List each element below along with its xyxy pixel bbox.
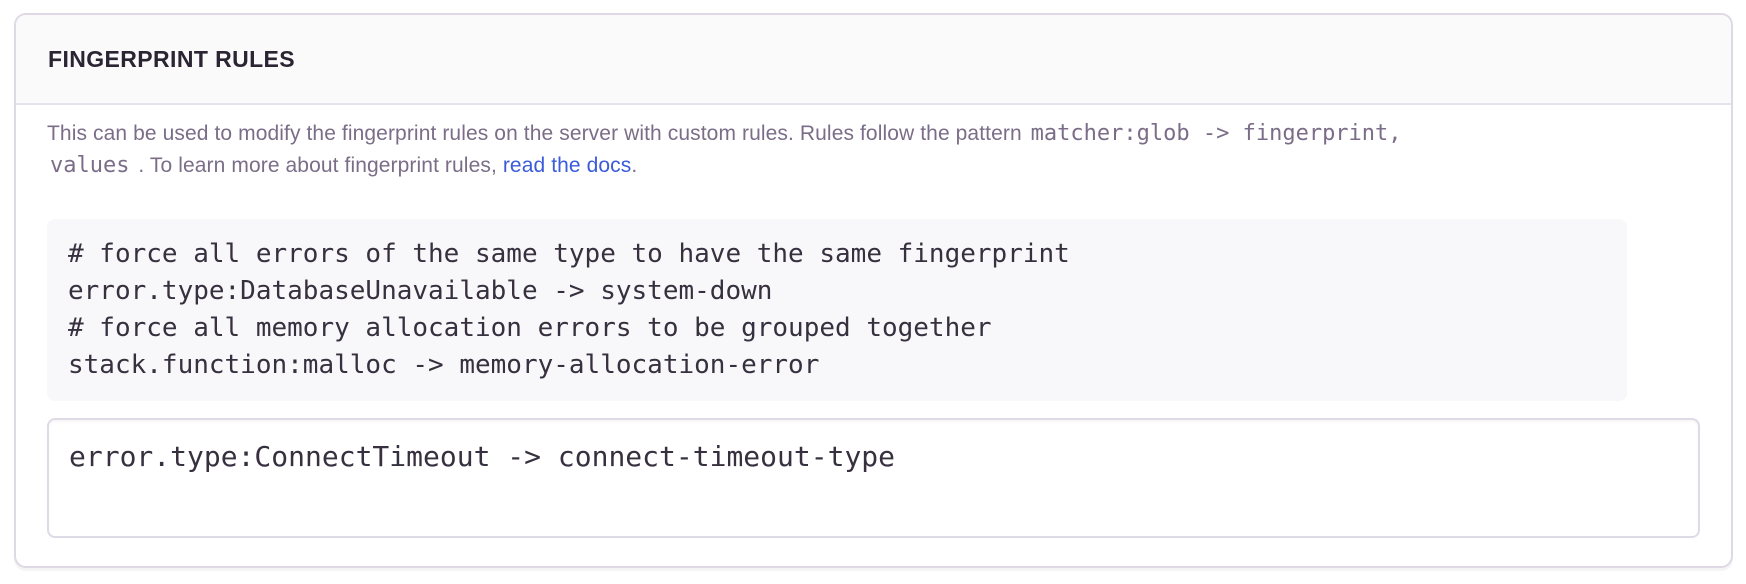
inline-code: matcher:glob -> fingerprint, <box>1030 121 1402 146</box>
inline-code: values <box>50 153 130 178</box>
panel-body: This can be used to modify the fingerpri… <box>16 105 1731 538</box>
description-line: This can be used to modify the fingerpri… <box>47 118 1700 150</box>
panel-header: FINGERPRINT RULES <box>16 15 1731 105</box>
panel-description: This can be used to modify the fingerpri… <box>47 118 1700 182</box>
description-text: . To learn more about fingerprint rules, <box>132 154 503 177</box>
example-code-block: # force all errors of the same type to h… <box>47 219 1627 401</box>
description-text: This can be used to modify the fingerpri… <box>47 122 1028 145</box>
read-the-docs-link[interactable]: read the docs <box>502 154 632 177</box>
fingerprint-rules-panel: FINGERPRINT RULES This can be used to mo… <box>14 13 1733 568</box>
fingerprint-rules-textarea[interactable]: error.type:ConnectTimeout -> connect-tim… <box>47 418 1700 538</box>
description-text: . <box>631 154 638 177</box>
description-line: values . To learn more about fingerprint… <box>47 150 1700 182</box>
panel-title: FINGERPRINT RULES <box>48 45 296 72</box>
